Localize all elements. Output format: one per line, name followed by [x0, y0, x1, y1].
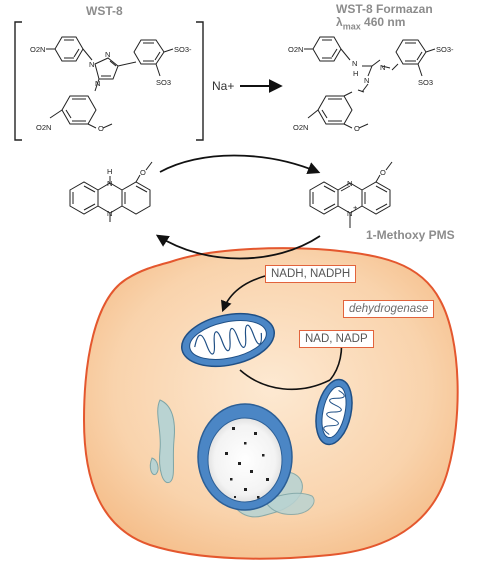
pms-n-label: N [347, 209, 352, 218]
mitochondrion-left [180, 312, 276, 368]
nad-nadp-label: NAD, NADP [305, 333, 368, 345]
pms-n-label: N [107, 209, 112, 218]
tetrazole-n-label: N [105, 50, 110, 59]
sulfonate-label: SO3- [174, 45, 192, 54]
wst8-title: WST-8 [86, 5, 123, 18]
tetrazole-n-label: N [89, 60, 94, 69]
nucleus [197, 403, 293, 511]
formazan-title: WST-8 Formazan λmax 460 nm [336, 3, 433, 33]
mpms-label-text: 1-Methoxy PMS [366, 228, 455, 242]
nitro-label: O2N [36, 123, 51, 132]
pms-oxidation-arrow [159, 154, 321, 174]
formazan-n-label: N [380, 63, 385, 72]
mpms-label: 1-Methoxy PMS [366, 229, 455, 242]
cycle-arrow-bottom [239, 369, 331, 391]
lambda-symbol: λ [336, 15, 343, 29]
pms-plus-label: + [353, 203, 358, 212]
bracket-left [14, 21, 22, 141]
nadh-nadph-box: NADH, NADPH [265, 265, 357, 283]
pms-reduction-arrow [155, 234, 321, 260]
nitro-label: O2N [288, 45, 303, 54]
mitochondrion-right [315, 378, 353, 446]
formazan-h-label: H [353, 69, 358, 78]
counter-ion-label: Na+ [212, 79, 234, 93]
nadh-nadph-label: NADH, NADPH [271, 268, 351, 280]
chromatin [225, 427, 269, 499]
bracket-right [196, 21, 204, 141]
methoxy-o-label: O [98, 124, 104, 133]
cell [82, 247, 459, 560]
methoxy-o-label: O [140, 168, 146, 177]
methoxy-o-label: O [354, 124, 360, 133]
cell-membrane [82, 247, 459, 560]
dehydrogenase-box: dehydrogenase [343, 300, 435, 318]
cycle-arrow-to-mito [221, 275, 266, 313]
lambda-value: 460 nm [364, 15, 406, 29]
lambda-subscript: max [342, 21, 361, 32]
atom-labels: O2N O2N SO3- SO3 O N N N O2N O2N SO3- SO… [30, 45, 454, 218]
nitro-label: O2N [293, 123, 308, 132]
dehydrogenase-label: dehydrogenase [349, 303, 429, 315]
nad-nadp-box: NAD, NADP [299, 330, 374, 348]
formazan-nh-label: N [352, 59, 357, 68]
wst8-structure [46, 36, 174, 129]
sulfonate-label: SO3- [436, 45, 454, 54]
wst8-title-text: WST-8 [86, 4, 123, 18]
methoxy-o-label: O [380, 168, 386, 177]
mpms-reduced-structure [69, 161, 153, 222]
formazan-structure [304, 36, 436, 129]
lambda-max-line: λmax 460 nm [336, 16, 433, 33]
formazan-n-label: N [364, 76, 369, 85]
mpms-oxidized-structure [309, 161, 393, 228]
pms-n-label: N [107, 179, 112, 188]
tetrazole-n-label: N [95, 79, 100, 88]
formazan-title-text: WST-8 Formazan [336, 2, 433, 16]
sulfonate-label: SO3 [418, 78, 433, 87]
pms-n-label: N [347, 179, 352, 188]
pms-h-label: H [107, 167, 112, 176]
sulfonate-label: SO3 [156, 78, 171, 87]
nitro-label: O2N [30, 45, 45, 54]
